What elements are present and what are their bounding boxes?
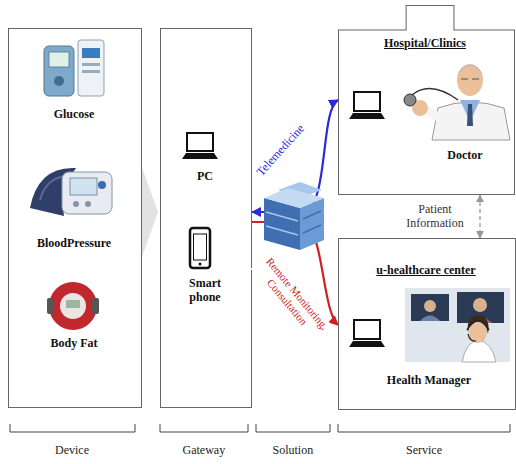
panel-box: u-healthcare centerHealth Manager: [338, 238, 516, 410]
node-label: Glucose: [9, 107, 139, 121]
edge-label: Patient Information: [395, 202, 475, 230]
section-heading: u-healthcare center: [339, 263, 513, 277]
node-label: Body Fat: [9, 336, 139, 350]
node-label: Smart phone: [175, 276, 235, 304]
panel-box: GlucoseBloodPressureBody Fat: [8, 28, 142, 408]
edge-label: Telemedicine: [253, 121, 307, 178]
node-label: Doctor: [430, 148, 500, 162]
connector-arrow: [252, 100, 338, 212]
panel-box: Hospital/ClinicsDoctor: [338, 5, 515, 195]
node-label: PC: [161, 169, 249, 183]
node-label: Health Manager: [369, 373, 489, 387]
smartphone-icon: [190, 228, 210, 268]
edge-label: Remote Monitoring, Consultation: [251, 252, 334, 344]
health-manager-photo: [405, 288, 510, 362]
body-fat-icon: [47, 282, 99, 330]
node-label: BloodPressure: [9, 236, 139, 250]
server-icon: [264, 182, 324, 250]
connector-arrow: [479, 195, 480, 238]
laptop-icon: [349, 92, 385, 119]
section-name: Solution: [273, 443, 314, 457]
flow-chevron: [141, 165, 158, 260]
section-heading: Hospital/Clinics: [338, 36, 512, 50]
blood-pressure-icon: [30, 168, 112, 216]
section-name: Service: [406, 443, 442, 457]
building-outline: [338, 5, 515, 195]
section-bracket: [10, 424, 510, 432]
glucose-meter-icon: [44, 40, 104, 96]
doctor-figure: [404, 64, 510, 140]
panel-box: PC Smart phone: [160, 28, 252, 408]
building-outline-path: [339, 6, 515, 195]
section-name: Device: [55, 443, 89, 457]
laptop-icon: [349, 320, 385, 347]
pc-icon: [182, 133, 218, 159]
section-name: Gateway: [183, 443, 226, 457]
